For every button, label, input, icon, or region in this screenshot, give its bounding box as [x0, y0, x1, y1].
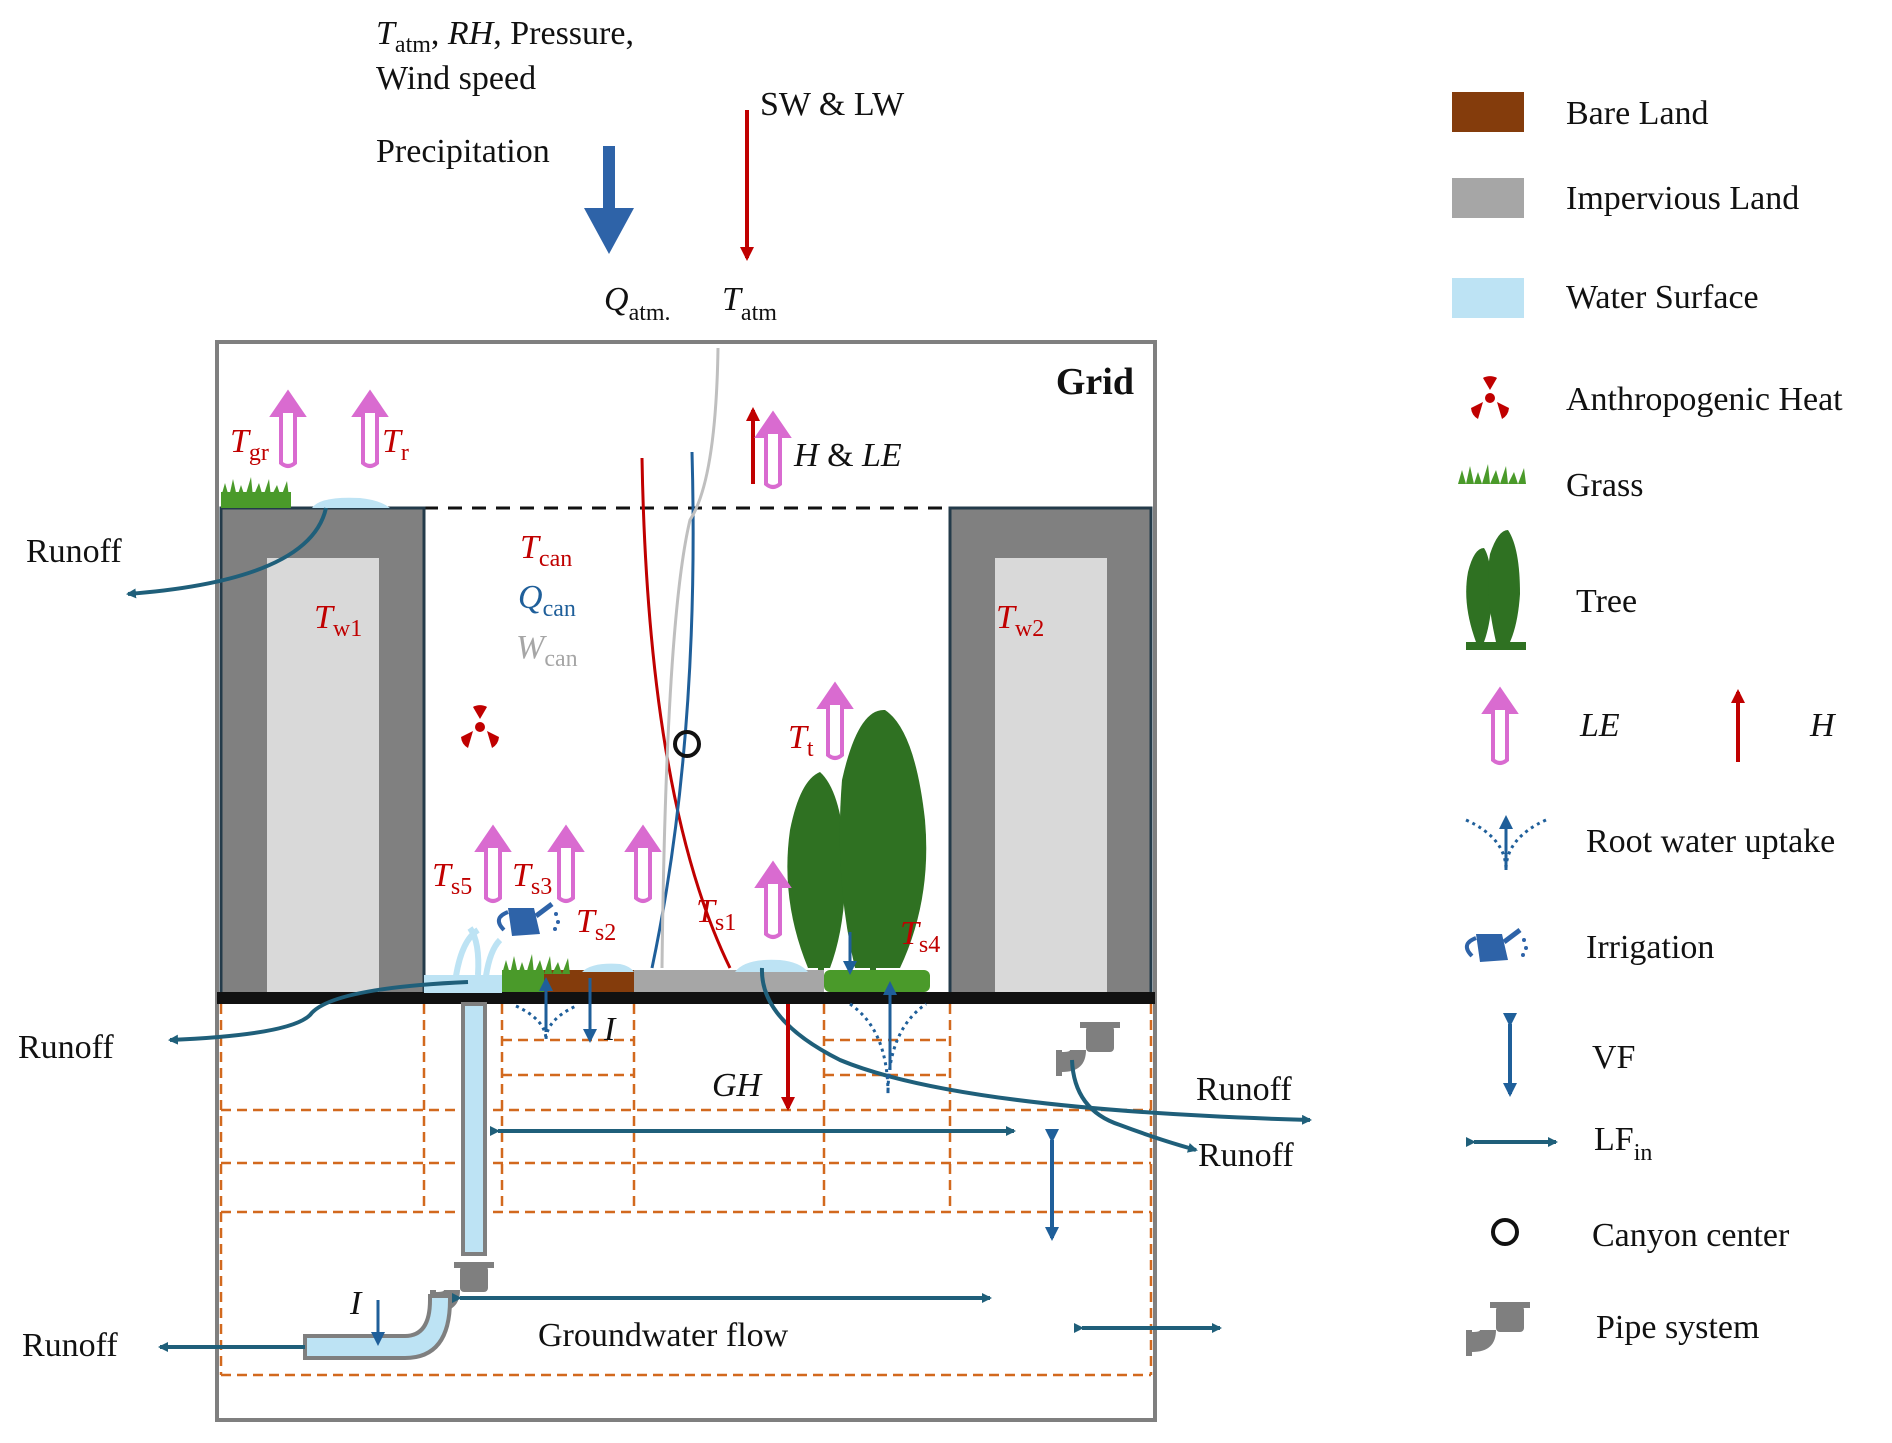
impervious-ground	[634, 970, 824, 992]
canyon-center-circle	[673, 730, 701, 758]
vertical-pipe	[461, 1002, 487, 1256]
infiltration-label-ground: I	[603, 1011, 617, 1048]
precip-arrow-head	[584, 208, 634, 254]
q-atm-label: Qatm.	[604, 281, 671, 326]
legend-bare-land-label: Bare Land	[1566, 95, 1709, 132]
anthropogenic-heat-icon	[461, 705, 499, 748]
grid-border	[215, 340, 1157, 1422]
precip-label: Precipitation	[376, 133, 550, 170]
t-s5-label: Ts5	[432, 857, 472, 900]
fountain-water	[453, 926, 503, 977]
roof-water	[312, 497, 390, 508]
legend-lf-label: LFin	[1594, 1121, 1652, 1166]
t-atm-label: Tatm	[722, 281, 777, 326]
le-arrow-ts3	[549, 826, 583, 903]
legend-h-label: H	[1809, 707, 1837, 744]
root-uptake-dots-tree	[849, 1002, 927, 1095]
le-arrow-canopy	[756, 412, 790, 489]
le-arrow-ts1	[756, 862, 790, 939]
sw-lw-label: SW & LW	[760, 86, 905, 123]
forcing-line1: Tatm, RH, Pressure,	[376, 15, 634, 58]
grass-surface-ground	[502, 970, 544, 992]
puddle-impervious	[735, 959, 808, 972]
legend-root-label: Root water uptake	[1586, 823, 1835, 860]
le-arrow-ts2	[626, 826, 660, 903]
runoff-label-ground: Runoff	[18, 1029, 114, 1066]
le-arrow-tt	[818, 683, 852, 760]
legend-grass-icon	[1458, 464, 1526, 484]
legend-anthro-label: Anthropogenic Heat	[1566, 381, 1843, 418]
t-can-label: Tcan	[520, 529, 572, 572]
t-s2-label: Ts2	[576, 903, 616, 946]
h-le-label: H & LE	[793, 437, 902, 474]
legend-water-swatch	[1452, 278, 1524, 318]
tree-grass-ground	[824, 970, 930, 992]
ground-surface-line	[217, 992, 1155, 1004]
t-w2-label: Tw2	[996, 599, 1044, 642]
t-r-label: Tr	[382, 423, 409, 466]
t-s3-label: Ts3	[512, 857, 552, 900]
t-t-label: Tt	[788, 719, 814, 762]
grid-label: Grid	[1056, 361, 1134, 403]
legend-watering-can-icon	[1467, 930, 1528, 962]
groundwater-flow-label: Groundwater flow	[538, 1317, 789, 1354]
tree-icon	[787, 709, 927, 970]
t-gr-label: Tgr	[230, 423, 269, 466]
soil-grid	[219, 1004, 1153, 1377]
legend-root-uptake-icon	[1465, 815, 1547, 871]
irrigation-can-icon	[499, 904, 560, 936]
root-uptake-dots-grass	[515, 1004, 577, 1041]
runoff-impervious-curve	[759, 967, 1312, 1125]
legend-radiation-icon	[1471, 376, 1509, 419]
roof-green	[221, 492, 291, 508]
legend-impervious-label: Impervious Land	[1566, 180, 1799, 217]
gh-label: GH	[712, 1067, 764, 1104]
le-arrow-tgr	[271, 391, 305, 468]
puddle-bare	[582, 963, 634, 972]
legend-impervious-swatch	[1452, 178, 1524, 218]
legend-pipe-label: Pipe system	[1596, 1309, 1759, 1346]
ground-grass-icon	[502, 954, 570, 974]
t-s1-label: Ts1	[696, 893, 736, 936]
le-arrow-ts5	[476, 826, 510, 903]
legend-water-label: Water Surface	[1566, 279, 1759, 316]
building-left	[219, 506, 426, 1000]
t-s4-label: Ts4	[900, 915, 940, 958]
le-arrow-tr	[353, 391, 387, 468]
horizontal-pipe	[303, 1294, 452, 1360]
legend: Bare Land Impervious Land Water Surface …	[1452, 92, 1843, 1356]
runoff-label-roof: Runoff	[26, 533, 122, 570]
pipe-right-icon	[1056, 1022, 1120, 1076]
runoff-label-outlet: Runoff	[22, 1327, 118, 1364]
legend-circle-icon	[1491, 1218, 1519, 1246]
legend-center-label: Canyon center	[1592, 1217, 1790, 1254]
infiltration-label-pipe: I	[349, 1285, 363, 1322]
runoff-ground-curve	[168, 980, 469, 1045]
forcing-line2: Wind speed	[376, 60, 536, 97]
w-can-profile	[660, 347, 720, 969]
legend-irrigation-label: Irrigation	[1586, 929, 1714, 966]
legend-grass-label: Grass	[1566, 467, 1643, 504]
building-right	[948, 506, 1153, 1000]
legend-tree-icon	[1466, 530, 1526, 650]
runoff-roof-curve	[126, 507, 328, 599]
legend-tree-label: Tree	[1576, 583, 1637, 620]
runoff-label-pipe: Runoff	[1198, 1137, 1294, 1174]
runoff-label-impervious: Runoff	[1196, 1071, 1292, 1108]
w-can-label: Wcan	[516, 629, 578, 672]
legend-pipe-icon	[1466, 1302, 1530, 1356]
runoff-pipe-curve	[1070, 1059, 1198, 1153]
q-can-label: Qcan	[518, 579, 576, 622]
t-w1-label: Tw1	[314, 599, 362, 642]
legend-bare-land-swatch	[1452, 92, 1524, 132]
legend-vf-label: VF	[1592, 1039, 1635, 1076]
legend-le-arrow-icon	[1483, 688, 1517, 765]
legend-le-label: LE	[1579, 707, 1620, 744]
